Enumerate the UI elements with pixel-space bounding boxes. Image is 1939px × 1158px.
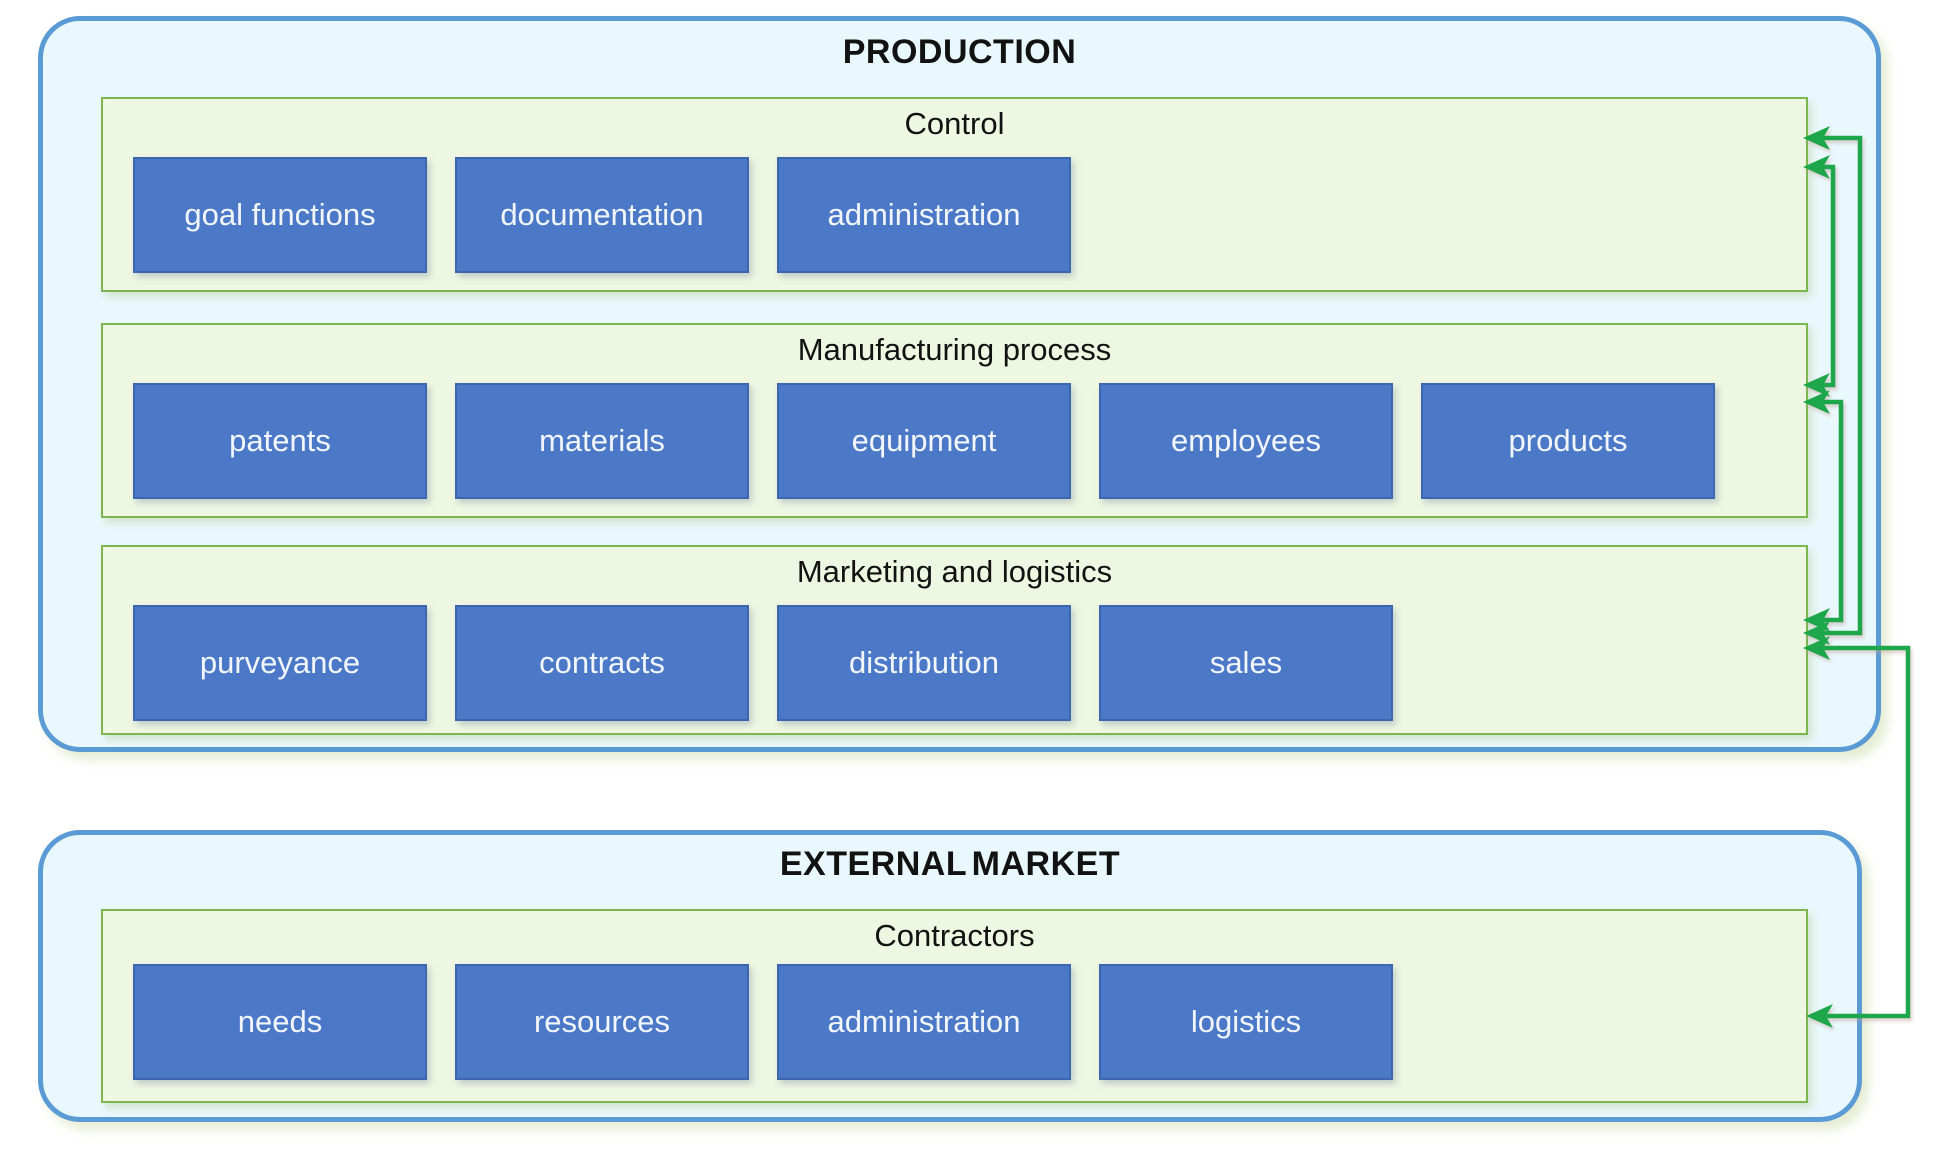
node-patents: patents — [133, 383, 427, 499]
node-materials: materials — [455, 383, 749, 499]
section-control: Control goal functions documentation adm… — [101, 97, 1808, 292]
node-administration-control: administration — [777, 157, 1071, 273]
node-logistics: logistics — [1099, 964, 1393, 1080]
section-marketing-title: Marketing and logistics — [796, 554, 1113, 589]
section-marketing-logistics: Marketing and logistics purveyance contr… — [101, 545, 1808, 735]
node-distribution: distribution — [777, 605, 1071, 721]
node-goal-functions: goal functions — [133, 157, 427, 273]
section-manufacturing-title: Manufacturing process — [797, 332, 1112, 367]
external-market-container: EXTERNAL MARKET Contractors needs resour… — [38, 830, 1862, 1122]
node-equipment: equipment — [777, 383, 1071, 499]
production-container: PRODUCTION Control goal functions docume… — [38, 16, 1881, 752]
node-employees: employees — [1099, 383, 1393, 499]
section-control-title: Control — [904, 106, 1005, 141]
production-title: PRODUCTION — [842, 33, 1077, 71]
node-needs: needs — [133, 964, 427, 1080]
node-documentation: documentation — [455, 157, 749, 273]
section-contractors: Contractors needs resources administrati… — [101, 909, 1808, 1103]
external-market-title: EXTERNAL MARKET — [779, 845, 1121, 883]
node-administration-contractors: administration — [777, 964, 1071, 1080]
section-contractors-title: Contractors — [874, 918, 1035, 953]
node-purveyance: purveyance — [133, 605, 427, 721]
node-contracts: contracts — [455, 605, 749, 721]
node-resources: resources — [455, 964, 749, 1080]
node-sales: sales — [1099, 605, 1393, 721]
node-products: products — [1421, 383, 1715, 499]
section-manufacturing-process: Manufacturing process patents materials … — [101, 323, 1808, 518]
